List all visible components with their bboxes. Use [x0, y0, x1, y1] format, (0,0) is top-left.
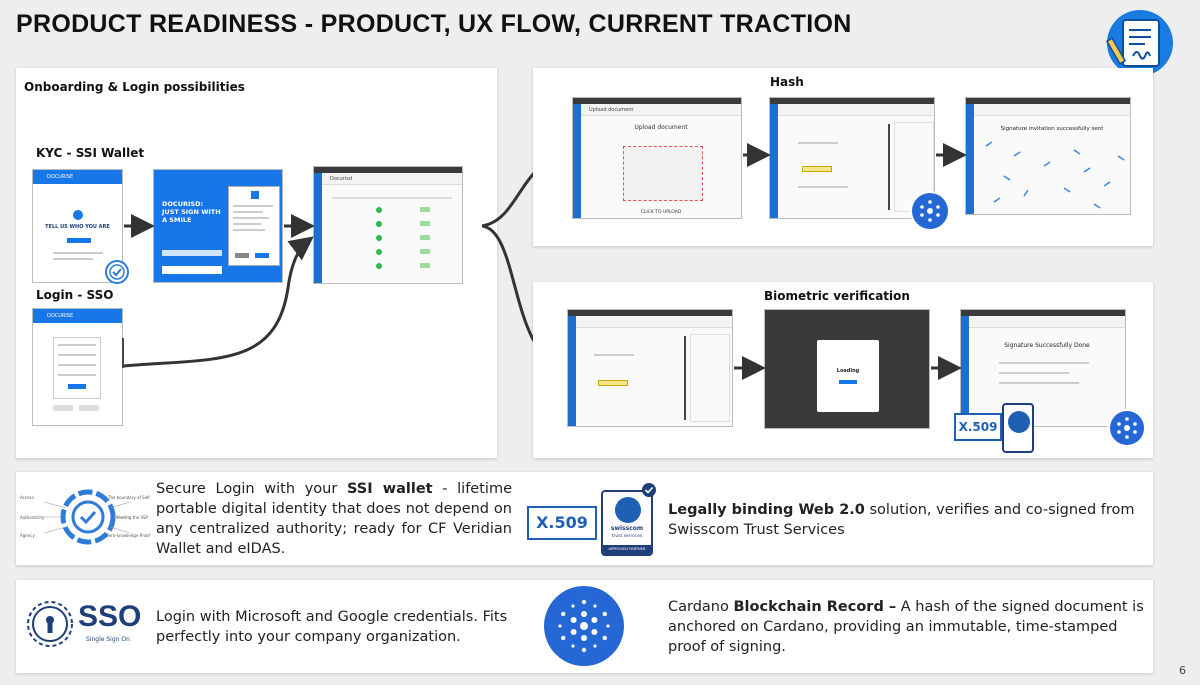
docurisd-logo-icon [1105, 10, 1173, 76]
legal-text-bold: Legally binding Web 2.0 [668, 502, 865, 518]
swisscom-badge-small [1002, 403, 1034, 453]
docurisd-signup-screen: DOCURISD: JUST SIGN WITH A SMILE [153, 169, 283, 283]
hash-flow-arrows [743, 143, 967, 167]
signature-invitation-sent-screen: Signature invitation successfully sent [965, 97, 1131, 215]
sso-logo-icon [27, 601, 73, 647]
feature-row-sso-cardano: SSO Single Sign On Login with Microsoft … [16, 580, 1153, 673]
sso-description: Login with Microsoft and Google credenti… [156, 609, 508, 645]
ssi-text-bold: SSI wallet [346, 481, 433, 497]
ssi-diagram-label-access: Access [20, 495, 34, 500]
kyc-screen-heading: TELL US WHO YOU ARE [45, 224, 110, 230]
kyc-screen-brand: DOCURISE [33, 170, 122, 184]
cardano-text-pre: Cardano [668, 599, 734, 615]
swisscom-badge-trust: trust services [611, 534, 643, 539]
cardano-text-post: A hash of the signed document is anchore… [668, 599, 1144, 655]
cardano-large-logo-icon [544, 586, 624, 666]
swisscom-approved-partner-badge: swisscom trust services APPROVED PARTNER [601, 490, 653, 556]
ssi-diagram-label-authenticity: Authenticity [20, 515, 45, 520]
ssi-diagram-label-sharing: Sharing the SSP [116, 515, 148, 520]
flow-arrows [123, 214, 315, 368]
swisscom-badge-approved: APPROVED PARTNER [603, 545, 651, 554]
ssi-diagram-label-agency: Agency [20, 533, 35, 538]
cardano-text-bold: Blockchain Record – [733, 599, 897, 615]
biometric-panel: Biometric verification Loading Signature… [533, 282, 1153, 458]
x509-badge-small: X.509 [954, 413, 1002, 441]
bio-loading-screen: Loading [764, 309, 930, 429]
sso-logo-text: SSO [78, 600, 142, 633]
feature-row-ssi-legal: Access Authenticity Agency The boundary … [16, 472, 1153, 565]
page-number: 6 [1179, 664, 1186, 677]
upload-document-screen: Upload document Upload document CLICK TO… [572, 97, 742, 219]
ssi-text-post: - lifetime portable digital identity tha… [156, 481, 512, 557]
signup-screen-heading: DOCURISD: JUST SIGN WITH A SMILE [162, 200, 221, 224]
cardano-logo-icon [910, 191, 950, 231]
x509-badge: X.509 [527, 506, 597, 540]
signature-done-message: Signature Successfully Done [1004, 342, 1090, 349]
biometric-title: Biometric verification [764, 289, 910, 303]
verified-check-icon [642, 483, 656, 497]
upload-screen-header: Upload document [581, 104, 741, 116]
sso-logo-subtitle: Single Sign On [86, 636, 130, 643]
cardano-logo-small-icon [1108, 409, 1146, 447]
kyc-label: KYC - SSI Wallet [36, 146, 145, 160]
ssi-diagram-label-boundary: The boundary of Self [108, 495, 150, 500]
documents-list-header: Docurisd [322, 173, 462, 185]
upload-screen-subtitle: Upload document [634, 124, 688, 131]
ssi-diagram-label-zkp: Zero-knowledge Proof [106, 533, 150, 538]
bio-edit-screen [567, 309, 733, 427]
hash-panel: Hash Upload document Upload document CLI… [533, 68, 1153, 246]
ssi-description: Secure Login with your SSI wallet - life… [156, 479, 512, 559]
onboarding-title: Onboarding & Login possibilities [24, 80, 245, 94]
ssi-text-pre: Secure Login with your [156, 481, 347, 497]
edit-document-screen [769, 97, 935, 219]
scroll-indicator [122, 338, 124, 368]
hash-title: Hash [770, 75, 804, 89]
signature-done-screen: Signature Successfully Done [960, 309, 1126, 427]
bio-flow-arrows [734, 356, 962, 380]
upload-click-label: CLICK TO UPLOAD [640, 210, 682, 215]
page-title: PRODUCT READINESS - PRODUCT, UX FLOW, CU… [16, 10, 852, 38]
loading-label: Loading [836, 368, 860, 374]
verified-badge-icon [105, 260, 129, 284]
legal-text-post: solution, verifies and co-signed from Sw… [668, 502, 1135, 538]
kyc-screen-thumbnail: DOCURISE TELL US WHO YOU ARE [32, 169, 123, 283]
ssi-identity-diagram-icon [43, 489, 131, 545]
onboarding-panel: Onboarding & Login possibilities KYC - S… [16, 68, 497, 458]
cardano-description: Cardano Blockchain Record – A hash of th… [668, 597, 1150, 657]
sso-login-screen: DOCURISE [32, 308, 123, 426]
sso-screen-brand: DOCURISE [33, 309, 122, 323]
sso-label: Login - SSO [36, 288, 114, 302]
documents-list-screen: Docurisd [313, 166, 463, 284]
legal-description: Legally binding Web 2.0 solution, verifi… [668, 500, 1150, 540]
invitation-sent-message: Signature invitation successfully sent [1000, 126, 1104, 132]
swisscom-badge-name: swisscom [610, 525, 644, 532]
